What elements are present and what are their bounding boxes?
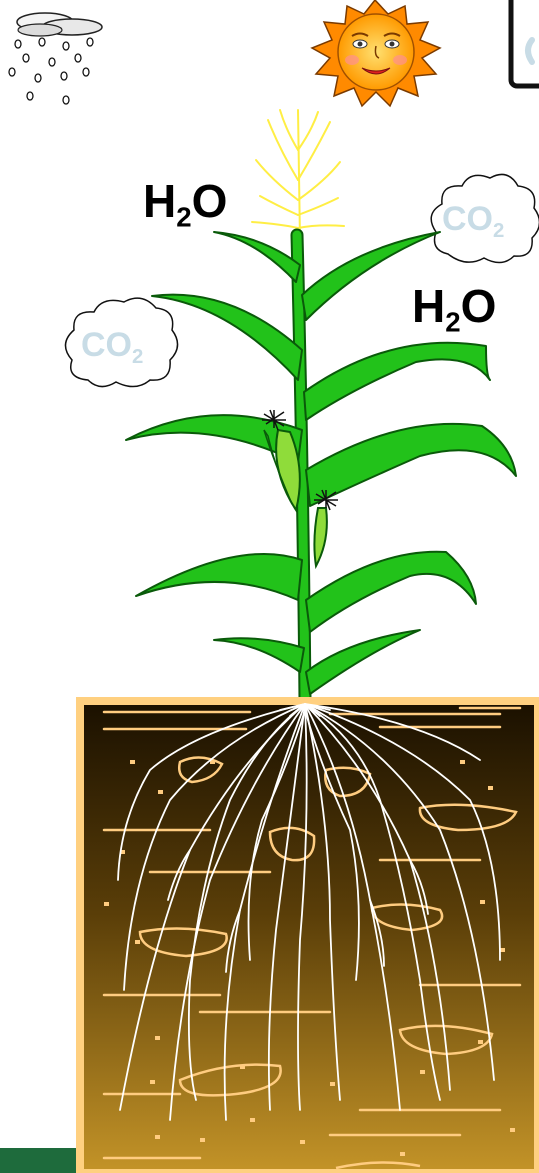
co2-label-right: CO2 bbox=[442, 202, 504, 242]
footer-bar bbox=[0, 1148, 80, 1173]
partial-frame-icon bbox=[511, 0, 539, 86]
soil-roots-icon bbox=[80, 701, 538, 1173]
co2-label-left: CO2 bbox=[81, 328, 143, 368]
water-label-left: H2O bbox=[143, 178, 227, 231]
sun-face-icon bbox=[312, 0, 440, 106]
rain-cloud-icon bbox=[9, 13, 102, 104]
water-label-right: H2O bbox=[412, 283, 496, 336]
